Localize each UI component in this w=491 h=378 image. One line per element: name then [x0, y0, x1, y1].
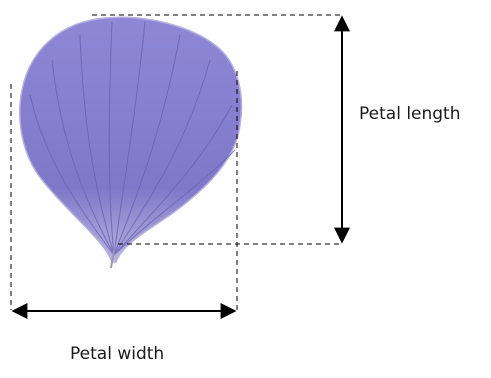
petal-image: [20, 17, 242, 268]
petal-width-label: Petal width: [70, 344, 164, 364]
petal-length-label: Petal length: [359, 104, 461, 124]
